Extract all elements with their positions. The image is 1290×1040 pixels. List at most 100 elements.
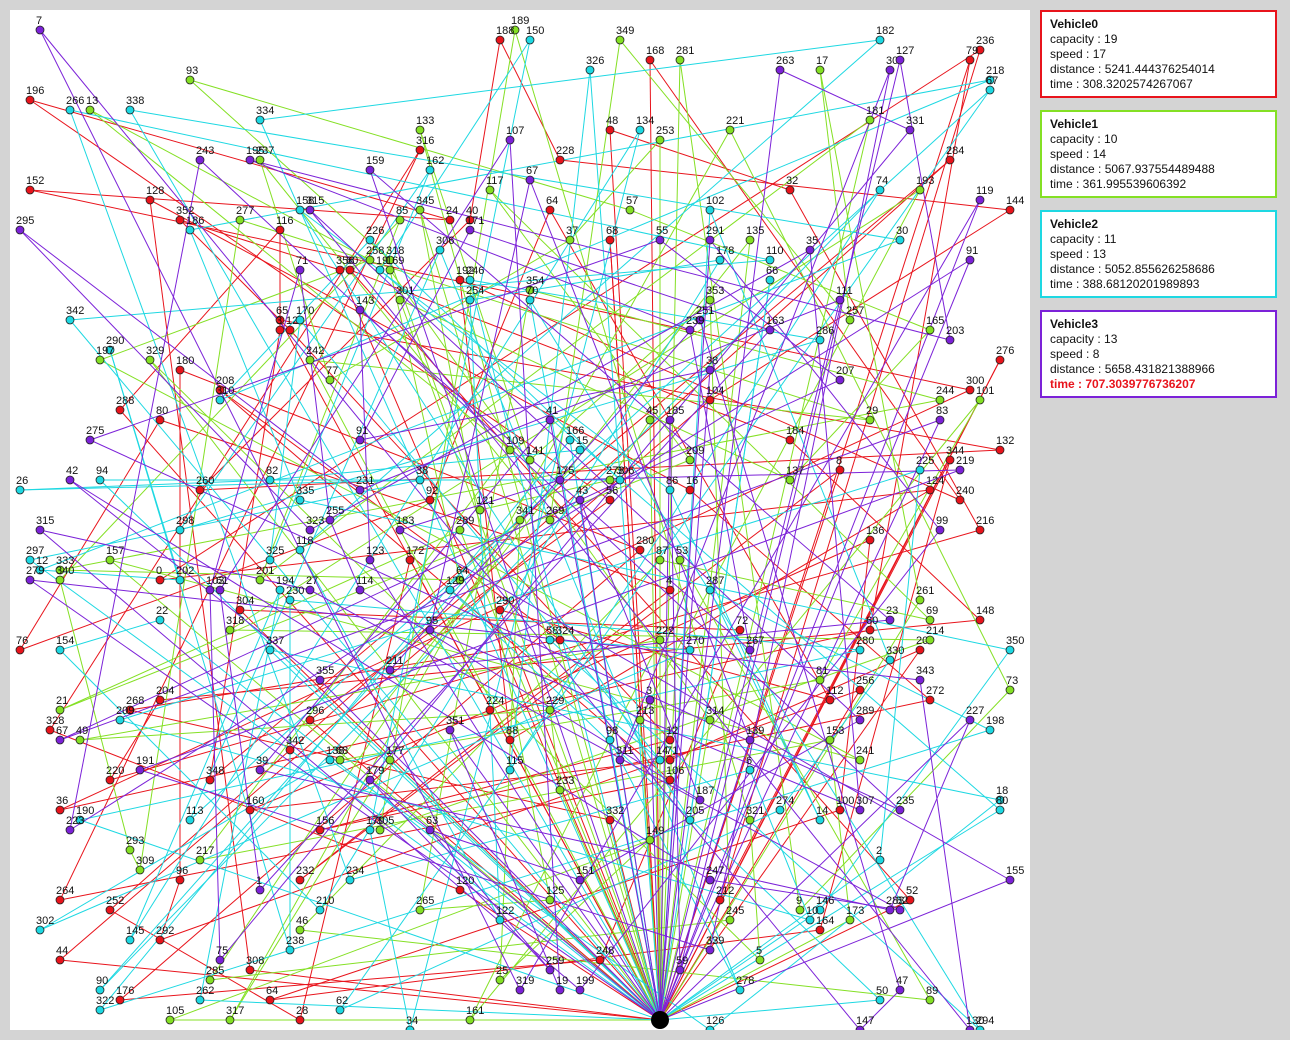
route-edge: [209, 589, 221, 961]
node-label: 225: [916, 455, 934, 467]
customer-node: [495, 915, 505, 925]
route-edge: [659, 199, 981, 1021]
node-label: 30: [886, 55, 898, 67]
node-label: 147: [856, 1015, 874, 1027]
node-label: 258: [366, 245, 384, 257]
node-label: 214: [926, 625, 944, 637]
customer-node: [835, 465, 845, 475]
node-label: 67: [56, 725, 68, 737]
customer-node: [335, 1005, 345, 1015]
node-label: 196: [26, 85, 44, 97]
route-edge: [379, 39, 531, 271]
customer-node: [455, 525, 465, 535]
node-label: 170: [296, 305, 314, 317]
route-edge: [499, 609, 661, 1021]
node-label: 330: [886, 645, 904, 657]
node-label: 191: [136, 755, 154, 767]
node-label: 337: [266, 635, 284, 647]
node-label: 124: [926, 475, 944, 487]
customer-node: [715, 895, 725, 905]
customer-node: [665, 585, 675, 595]
customer-node: [265, 645, 275, 655]
node-label: 310: [216, 385, 234, 397]
node-label: 182: [876, 25, 894, 37]
node-label: 239: [686, 315, 704, 327]
node-label: 243: [196, 145, 214, 157]
customer-node: [765, 255, 775, 265]
route-edge: [229, 629, 931, 641]
node-label: 285: [206, 965, 224, 977]
node-label: 328: [46, 715, 64, 727]
route-edge: [359, 589, 701, 801]
customer-node: [275, 325, 285, 335]
node-label: 102: [706, 195, 724, 207]
node-label: 5: [756, 945, 762, 957]
node-label: 110: [766, 245, 784, 257]
customer-node: [75, 735, 85, 745]
node-label: 238: [286, 935, 304, 947]
route-edge: [39, 529, 311, 591]
customer-node: [55, 735, 65, 745]
customer-node: [305, 525, 315, 535]
route-edge: [609, 419, 651, 481]
route-edge: [829, 739, 851, 921]
node-label: 19: [556, 975, 568, 987]
node-label: 27: [306, 575, 318, 587]
customer-node: [975, 1025, 985, 1030]
node-label: 49: [76, 725, 88, 737]
route-edge: [549, 209, 831, 701]
vehicle-capacity: capacity : 19: [1050, 32, 1118, 46]
node-label: 178: [716, 245, 734, 257]
node-label: 177: [386, 745, 404, 757]
route-edge: [369, 169, 891, 621]
node-label: 224: [486, 695, 504, 707]
node-label: 13: [86, 95, 98, 107]
route-edge: [639, 189, 921, 721]
vehicle-speed: speed : 13: [1050, 247, 1107, 261]
node-label: 2: [876, 845, 882, 857]
customer-node: [895, 805, 905, 815]
node-label: 101: [976, 385, 994, 397]
customer-node: [615, 475, 625, 485]
node-label: 351: [446, 715, 464, 727]
route-edge: [89, 439, 901, 811]
customer-node: [255, 575, 265, 585]
customer-node: [545, 515, 555, 525]
customer-node: [55, 805, 65, 815]
route-edge: [709, 589, 991, 731]
node-label: 93: [186, 65, 198, 77]
customer-node: [765, 325, 775, 335]
route-edge: [549, 639, 981, 1030]
node-label: 245: [726, 905, 744, 917]
route-edge: [89, 109, 371, 261]
customer-node: [445, 585, 455, 595]
route-edge: [249, 159, 951, 341]
route-edge: [549, 39, 621, 521]
customer-node: [665, 735, 675, 745]
customer-node: [15, 645, 25, 655]
customer-node: [185, 75, 195, 85]
node-label: 281: [676, 45, 694, 57]
route-edge: [449, 589, 881, 1001]
route-edge: [219, 139, 511, 591]
node-label: 165: [926, 315, 944, 327]
customer-node: [415, 475, 425, 485]
customer-node: [265, 555, 275, 565]
route-edge: [419, 899, 551, 911]
route-edge: [219, 389, 561, 641]
customer-node: [205, 775, 215, 785]
node-label: 109: [506, 435, 524, 447]
route-edge: [99, 479, 661, 1021]
customer-node: [295, 315, 305, 325]
node-label: 246: [466, 265, 484, 277]
node-label: 69: [926, 605, 938, 617]
route-edge: [469, 259, 721, 301]
route-edge: [259, 769, 891, 911]
node-label: 221: [726, 115, 744, 127]
customer-node: [105, 555, 115, 565]
node-label: 259: [546, 955, 564, 967]
node-label: 8: [836, 455, 842, 467]
node-label: 63: [426, 815, 438, 827]
customer-node: [965, 385, 975, 395]
customer-node: [385, 755, 395, 765]
